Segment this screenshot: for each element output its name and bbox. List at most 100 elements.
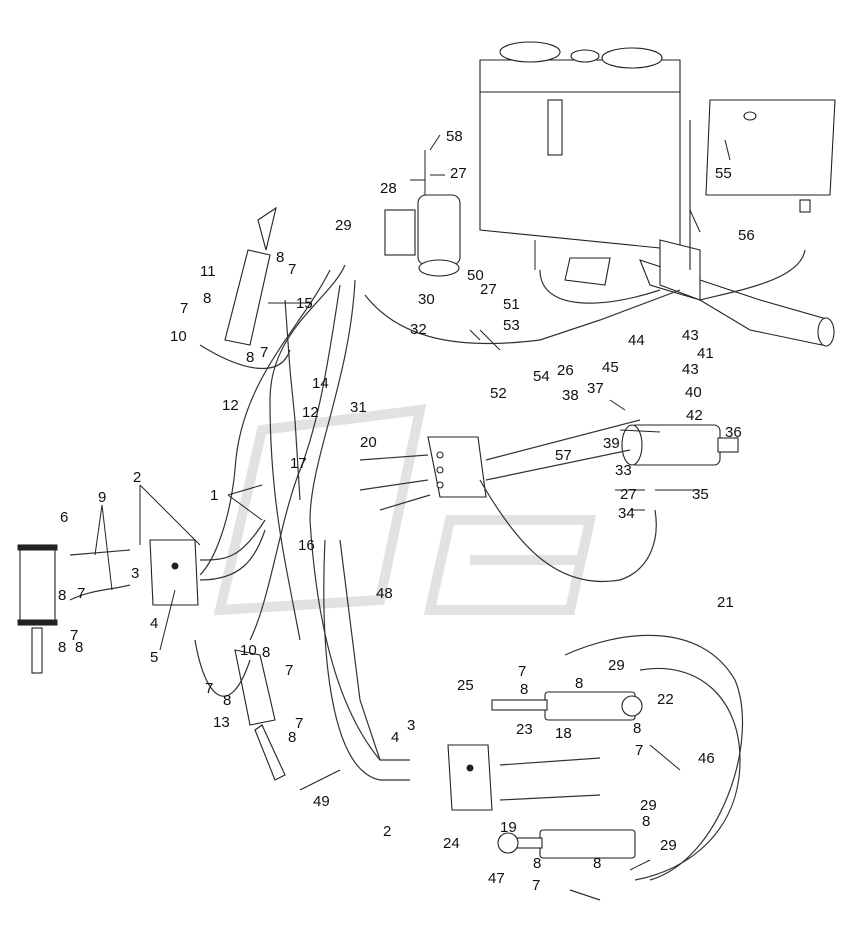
label-7: 7 (288, 261, 296, 278)
label-7: 7 (70, 627, 78, 644)
label-29: 29 (640, 797, 657, 814)
label-10: 10 (170, 328, 187, 345)
label-10: 10 (240, 642, 257, 659)
label-20: 20 (360, 434, 377, 451)
label-44: 44 (628, 332, 645, 349)
label-8: 8 (575, 675, 583, 692)
label-54: 54 (533, 368, 550, 385)
label-7: 7 (205, 680, 213, 697)
electric-motor (621, 424, 739, 466)
label-7: 7 (77, 585, 85, 602)
label-8: 8 (593, 855, 601, 872)
label-17: 17 (290, 455, 307, 472)
label-8: 8 (520, 681, 528, 698)
cylinder-left (17, 544, 58, 674)
label-36: 36 (725, 424, 742, 441)
label-29: 29 (660, 837, 677, 854)
label-8: 8 (75, 639, 83, 656)
label-58: 58 (446, 128, 463, 145)
label-29: 29 (608, 657, 625, 674)
label-49: 49 (313, 793, 330, 810)
label-5: 5 (150, 649, 158, 666)
label-4: 4 (150, 615, 158, 632)
cylinder-upper (224, 206, 277, 346)
label-12: 12 (302, 404, 319, 421)
label-37: 37 (587, 380, 604, 397)
label-8: 8 (58, 587, 66, 604)
label-56: 56 (738, 227, 755, 244)
valve-block-left (149, 539, 199, 606)
label-32: 32 (410, 321, 427, 338)
label-23: 23 (516, 721, 533, 738)
label-39: 39 (603, 435, 620, 452)
label-11: 11 (200, 263, 216, 280)
label-2: 2 (383, 823, 391, 840)
label-24: 24 (443, 835, 460, 852)
label-3: 3 (131, 565, 139, 582)
label-14: 14 (312, 375, 329, 392)
label-27: 27 (620, 486, 637, 503)
label-30: 30 (418, 291, 435, 308)
label-43: 43 (682, 361, 699, 378)
part-labels: 1 2 2 3 3 4 4 5 6 9 7 7 7 7 7 7 7 7 7 7 … (58, 128, 755, 894)
label-9: 9 (98, 489, 106, 506)
label-7: 7 (295, 715, 303, 732)
label-8: 8 (203, 290, 211, 307)
label-53: 53 (503, 317, 520, 334)
label-34: 34 (618, 505, 635, 522)
label-31: 31 (350, 399, 367, 416)
label-52: 52 (490, 385, 507, 402)
label-33: 33 (615, 462, 632, 479)
label-45: 45 (602, 359, 619, 376)
label-27: 27 (450, 165, 467, 182)
label-7: 7 (180, 300, 188, 317)
label-21: 21 (717, 594, 734, 611)
label-7: 7 (285, 662, 293, 679)
label-8: 8 (223, 692, 231, 709)
label-48: 48 (376, 585, 393, 602)
label-18: 18 (555, 725, 572, 742)
label-38: 38 (562, 387, 579, 404)
label-46: 46 (698, 750, 715, 767)
label-47: 47 (488, 870, 505, 887)
label-7: 7 (260, 344, 268, 361)
watermark (213, 404, 597, 616)
label-42: 42 (686, 407, 703, 424)
pump-motor (384, 150, 461, 277)
control-valve-block (427, 436, 487, 498)
label-15: 15 (296, 295, 313, 312)
label-2: 2 (133, 469, 141, 486)
secondary-tank (705, 99, 836, 213)
hydraulic-tank (479, 41, 681, 286)
label-41: 41 (697, 345, 714, 362)
label-8: 8 (246, 349, 254, 366)
label-27: 27 (480, 281, 497, 298)
cylinder-lower (234, 649, 286, 781)
label-13: 13 (213, 714, 230, 731)
label-8: 8 (58, 639, 66, 656)
label-19: 19 (500, 819, 517, 836)
valve-block-right (447, 744, 493, 811)
label-12: 12 (222, 397, 239, 414)
label-7: 7 (532, 877, 540, 894)
label-57: 57 (555, 447, 572, 464)
label-8: 8 (262, 644, 270, 661)
label-55: 55 (715, 165, 732, 182)
label-8: 8 (633, 720, 641, 737)
label-8: 8 (288, 729, 296, 746)
label-8: 8 (276, 249, 284, 266)
label-51: 51 (503, 296, 520, 313)
cylinder-22 (491, 691, 643, 721)
label-50: 50 (467, 267, 484, 284)
label-35: 35 (692, 486, 709, 503)
label-16: 16 (298, 537, 315, 554)
label-1: 1 (210, 487, 218, 504)
frame-beam (639, 239, 835, 347)
label-29: 29 (335, 217, 352, 234)
label-4: 4 (391, 729, 399, 746)
label-7: 7 (518, 663, 526, 680)
label-28: 28 (380, 180, 397, 197)
cylinder-47 (497, 829, 636, 859)
label-22: 22 (657, 691, 674, 708)
